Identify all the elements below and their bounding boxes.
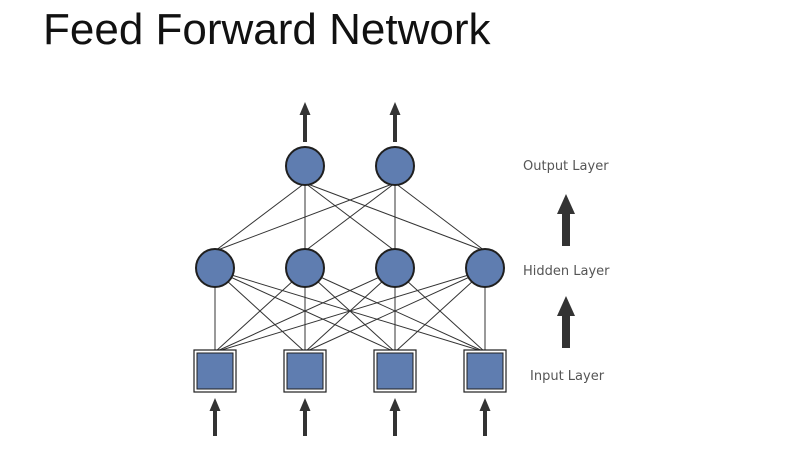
output-arrow-icon xyxy=(393,114,397,142)
hidden-node xyxy=(195,248,235,288)
hidden-node xyxy=(465,248,505,288)
hidden-node xyxy=(285,248,325,288)
layer-flow-arrow-icon xyxy=(562,213,570,246)
connection-line xyxy=(214,269,306,353)
input-arrow-icon xyxy=(213,410,217,436)
output-arrow-icon xyxy=(303,114,307,142)
connection-line xyxy=(304,182,486,252)
input-arrow-icon xyxy=(303,410,307,436)
connection-line xyxy=(304,182,396,252)
layer-flow-arrow-icon xyxy=(557,296,575,316)
input-arrow-icon xyxy=(209,398,221,411)
connection-line xyxy=(394,269,486,353)
input-node xyxy=(196,352,234,390)
input-node xyxy=(286,352,324,390)
hidden-layer-label: Hidden Layer xyxy=(523,264,610,279)
output-node xyxy=(285,146,325,186)
input-node xyxy=(376,352,414,390)
input-arrow-icon xyxy=(393,410,397,436)
layer-flow-arrow-icon xyxy=(562,315,570,348)
output-layer-label: Output Layer xyxy=(523,159,609,174)
network-nodes xyxy=(193,146,507,393)
connection-line xyxy=(394,182,486,252)
layer-flow-arrow-icon xyxy=(557,194,575,214)
slide-title: Feed Forward Network xyxy=(43,5,491,54)
connection-line xyxy=(214,182,306,252)
input-arrow-icon xyxy=(299,398,311,411)
input-arrow-icon xyxy=(479,398,491,411)
output-node xyxy=(375,146,415,186)
flow-arrows xyxy=(209,102,575,436)
connection-line xyxy=(214,269,396,353)
input-arrow-icon xyxy=(483,410,487,436)
connection-line xyxy=(214,269,486,353)
output-arrow-icon xyxy=(299,102,311,115)
output-arrow-icon xyxy=(389,102,401,115)
input-arrow-icon xyxy=(389,398,401,411)
input-node xyxy=(466,352,504,390)
connection-line xyxy=(304,269,486,353)
hidden-node xyxy=(375,248,415,288)
connection-lines xyxy=(214,182,486,353)
input-layer-label: Input Layer xyxy=(530,369,605,384)
